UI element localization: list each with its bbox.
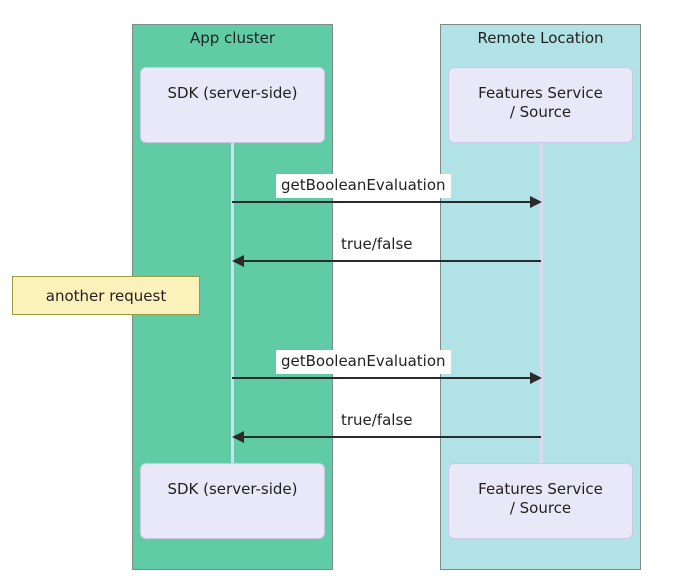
lifeline-features xyxy=(540,143,543,471)
arrow-head-m4 xyxy=(232,431,244,443)
group-title-app-cluster: App cluster xyxy=(189,29,276,47)
arrow-head-m1 xyxy=(530,196,542,208)
arrow-head-m2 xyxy=(232,255,244,267)
message-line-m4 xyxy=(244,436,541,438)
message-line-m3 xyxy=(232,377,532,379)
participant-label-sdk-top: SDK (server-side) xyxy=(167,84,298,102)
message-label-m4: true/false xyxy=(336,409,418,433)
message-label-m1: getBooleanEvaluation xyxy=(276,174,451,198)
arrow-head-m3 xyxy=(530,372,542,384)
participant-label-features-bottom: Features Service / Source xyxy=(478,480,603,517)
participant-box-sdk-bottom[interactable]: SDK (server-side) xyxy=(140,463,325,539)
message-label-m3: getBooleanEvaluation xyxy=(276,350,451,374)
participant-label-sdk-bottom: SDK (server-side) xyxy=(167,480,298,498)
note-another-request[interactable]: another request xyxy=(12,276,200,315)
group-title-remote-location: Remote Location xyxy=(477,29,604,47)
message-label-m2: true/false xyxy=(336,233,418,257)
message-line-m2 xyxy=(244,260,541,262)
participant-box-features-bottom[interactable]: Features Service / Source xyxy=(448,463,633,539)
note-label-another-request: another request xyxy=(45,286,167,305)
participant-label-features-top: Features Service / Source xyxy=(478,84,603,121)
lifeline-sdk xyxy=(231,143,234,471)
message-line-m1 xyxy=(232,201,532,203)
participant-box-features-top[interactable]: Features Service / Source xyxy=(448,67,633,143)
participant-box-sdk-top[interactable]: SDK (server-side) xyxy=(140,67,325,143)
